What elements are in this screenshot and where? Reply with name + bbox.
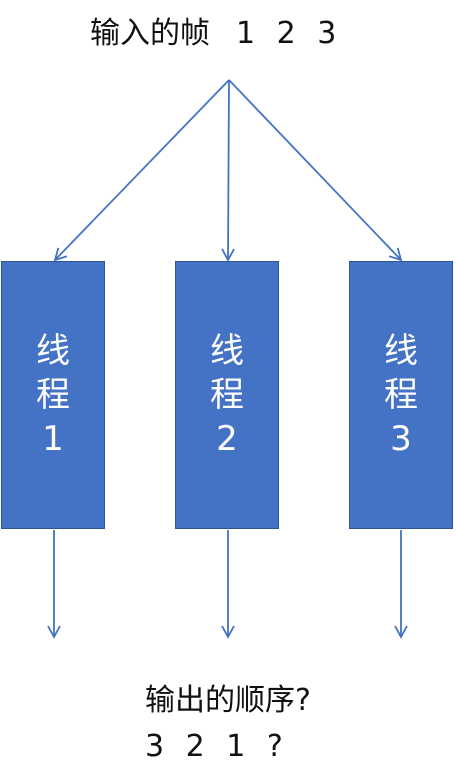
thread-number: 1 — [42, 419, 64, 459]
thread-label-line2: 程 — [36, 375, 70, 415]
output-order-text: 输出的顺序? 3 2 1 ? — [145, 678, 311, 770]
thread-number: 3 — [390, 419, 412, 459]
thread-label-line2: 程 — [210, 375, 244, 415]
arrow-input-to-thread-3 — [228, 79, 403, 262]
arrow-input-to-thread-1 — [53, 79, 230, 262]
input-frames-title: 输入的帧 1 2 3 — [90, 8, 342, 52]
thread-label-line1: 线 — [210, 331, 244, 371]
thread-box-2: 线 程 2 — [175, 261, 279, 529]
output-sequence: 3 2 1 ? — [145, 729, 289, 764]
output-question: 输出的顺序? — [145, 683, 311, 718]
thread-label-line1: 线 — [36, 331, 70, 371]
thread-number: 2 — [216, 419, 238, 459]
thread-box-1: 线 程 1 — [1, 261, 105, 529]
arrow-input-to-thread-2 — [221, 79, 235, 262]
thread-box-3: 线 程 3 — [349, 261, 453, 529]
thread-label-line2: 程 — [384, 375, 418, 415]
input-frames-label: 输入的帧 — [90, 16, 210, 51]
input-frame-numbers: 1 2 3 — [236, 16, 343, 51]
thread-label-line1: 线 — [384, 331, 418, 371]
